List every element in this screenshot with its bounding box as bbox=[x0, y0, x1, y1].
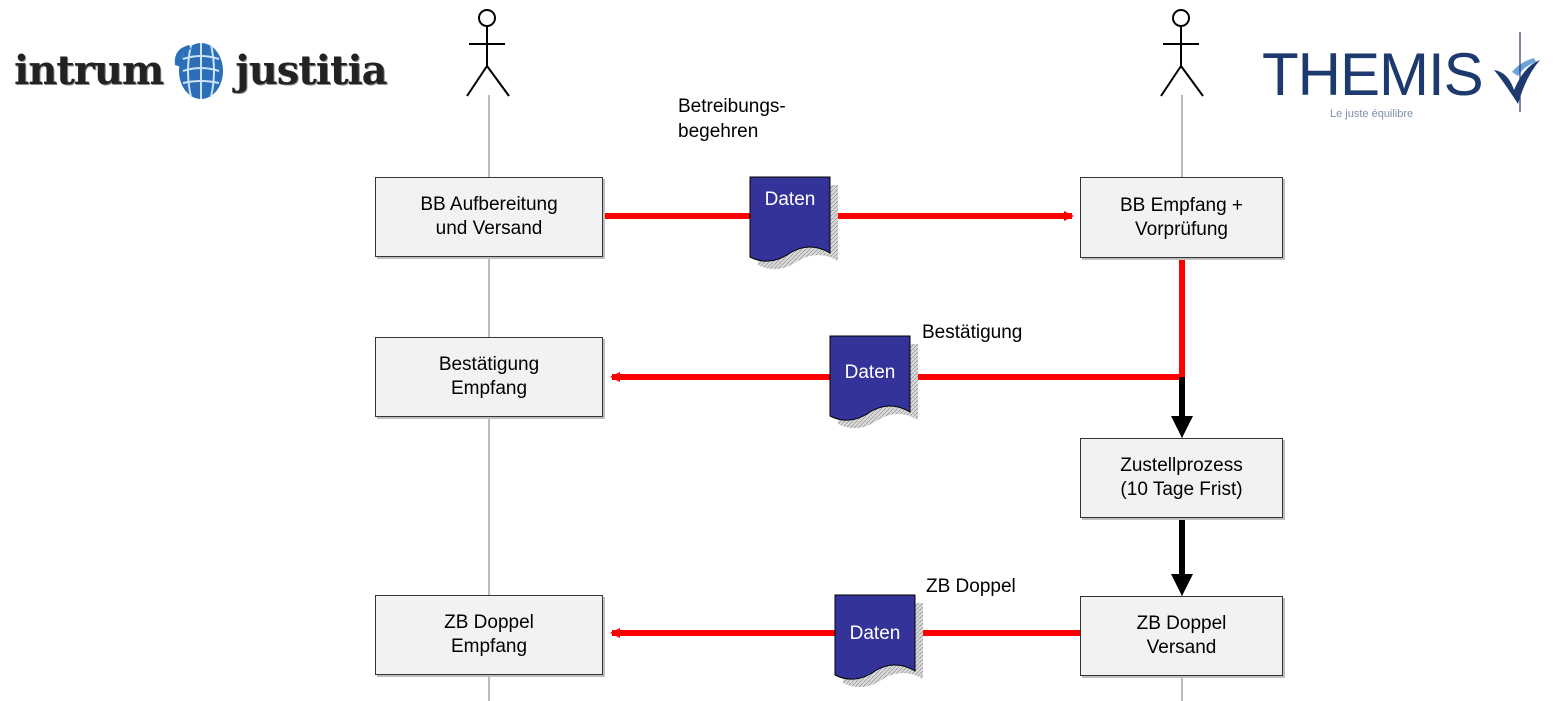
document-shape-icon bbox=[834, 594, 923, 688]
box-zustellprozess: Zustellprozess (10 Tage Frist) bbox=[1080, 438, 1283, 518]
justitia-logo-text: justitia bbox=[235, 46, 387, 94]
document-label: Daten bbox=[849, 623, 901, 644]
check-swoosh-icon bbox=[1494, 32, 1540, 112]
intrum-justitia-logo: intrum justitia bbox=[14, 30, 388, 110]
label-betreibungsbegehren: Betreibungs- begehren bbox=[678, 96, 786, 142]
box-bb-empfang: BB Empfang + Vorprüfung bbox=[1080, 177, 1283, 258]
themis-tagline: Le juste équilibre bbox=[1330, 108, 1414, 120]
document-daten-3: Daten bbox=[834, 594, 923, 688]
arrow-to-zb-versand bbox=[1171, 518, 1193, 596]
right-actor-stick-figure-icon bbox=[1160, 9, 1204, 97]
box-zb-doppel-empfang: ZB Doppel Empfang bbox=[375, 595, 603, 675]
intrum-logo-text: intrum bbox=[14, 46, 164, 94]
label-zb-doppel: ZB Doppel bbox=[926, 576, 1016, 597]
themis-logo: THEMIS Le juste équilibre bbox=[1262, 22, 1559, 132]
themis-logo-text: THEMIS bbox=[1262, 41, 1484, 108]
document-label: Daten bbox=[844, 362, 896, 383]
box-zb-doppel-versand: ZB Doppel Versand bbox=[1080, 596, 1283, 676]
box-bb-aufbereitung: BB Aufbereitung und Versand bbox=[375, 177, 603, 257]
globe-icon bbox=[175, 43, 224, 99]
left-actor-stick-figure-icon bbox=[466, 9, 510, 97]
arrow-to-zustellprozess bbox=[1171, 377, 1193, 438]
document-daten-2: Daten bbox=[829, 335, 918, 429]
document-daten-1: Daten bbox=[749, 176, 838, 270]
document-shape-icon bbox=[829, 335, 918, 429]
document-shape-icon bbox=[749, 176, 838, 270]
box-bestaetigung-empfang: Bestätigung Empfang bbox=[375, 337, 603, 417]
label-bestaetigung: Bestätigung bbox=[922, 322, 1023, 343]
document-label: Daten bbox=[764, 189, 816, 210]
